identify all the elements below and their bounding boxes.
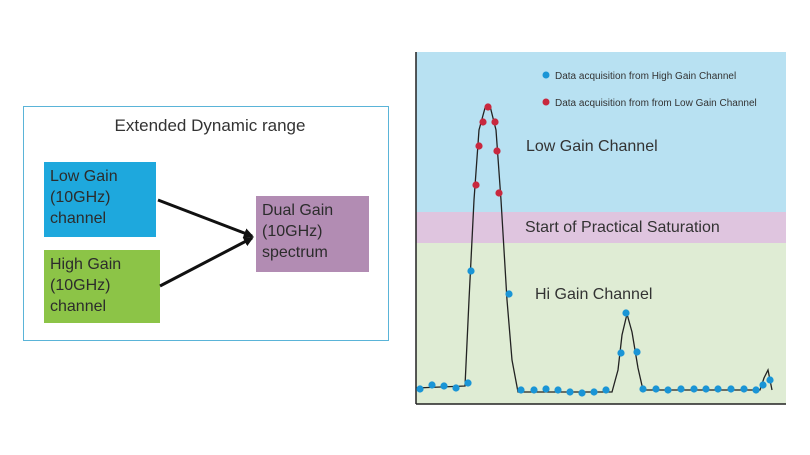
high-gain-point <box>566 388 574 396</box>
high-gain-point <box>759 381 767 389</box>
high-gain-line-1: High Gain <box>50 256 122 273</box>
low-gain-line-1: Low Gain <box>50 168 118 185</box>
low-gain-point <box>472 181 480 189</box>
high-gain-point <box>440 382 448 390</box>
high-gain-point <box>416 385 424 393</box>
legend-low-marker <box>542 98 550 106</box>
high-gain-point <box>639 385 647 393</box>
low-gain-channel-box: Low Gain (10GHz) channel <box>44 162 156 237</box>
dual-gain-line-3: spectrum <box>262 244 328 261</box>
high-gain-point <box>633 348 641 356</box>
hi-gain-region-label: Hi Gain Channel <box>535 286 652 303</box>
arrow-low-to-dual <box>157 198 254 238</box>
high-gain-point <box>664 386 672 394</box>
saturation-region <box>416 212 786 243</box>
saturation-region-label: Start of Practical Saturation <box>525 219 720 236</box>
low-gain-region-label: Low Gain Channel <box>526 138 658 155</box>
high-gain-point <box>590 388 598 396</box>
low-gain-point <box>493 147 501 155</box>
high-gain-point <box>752 386 760 394</box>
high-gain-point <box>652 385 660 393</box>
high-gain-point <box>690 385 698 393</box>
dual-gain-line-2: (10GHz) <box>262 223 323 240</box>
high-gain-point <box>542 385 550 393</box>
hi-gain-region <box>416 243 786 404</box>
high-gain-point <box>530 386 538 394</box>
diagram-frame <box>23 106 389 341</box>
diagram-title: Extended Dynamic range <box>114 116 306 135</box>
high-gain-point <box>677 385 685 393</box>
legend-high-label: Data acquisition from High Gain Channel <box>555 71 736 82</box>
high-gain-point <box>727 385 735 393</box>
high-gain-point <box>517 386 525 394</box>
dual-gain-line-1: Dual Gain <box>262 202 334 219</box>
high-gain-point <box>578 389 586 397</box>
high-gain-point <box>714 385 722 393</box>
low-gain-point <box>491 118 499 126</box>
high-gain-point <box>452 384 460 392</box>
arrow-high-to-dual <box>159 236 254 288</box>
high-gain-line-2: (10GHz) <box>50 277 111 294</box>
high-gain-point <box>766 376 774 384</box>
low-gain-point <box>484 103 492 111</box>
low-gain-points <box>472 103 503 197</box>
high-gain-channel-box: High Gain (10GHz) channel <box>44 250 160 323</box>
high-gain-point <box>702 385 710 393</box>
high-gain-point <box>464 379 472 387</box>
high-gain-points <box>416 267 774 397</box>
high-gain-point <box>467 267 475 275</box>
high-gain-point <box>740 385 748 393</box>
high-gain-point <box>622 309 630 317</box>
legend-low-label: Data acquisition from from Low Gain Chan… <box>555 98 757 109</box>
dual-gain-spectrum-box: Dual Gain (10GHz) spectrum <box>256 196 369 272</box>
low-gain-line-2: (10GHz) <box>50 189 111 206</box>
high-gain-point <box>617 349 625 357</box>
low-gain-point <box>475 142 483 150</box>
high-gain-point <box>554 386 562 394</box>
high-gain-line-3: channel <box>50 298 107 315</box>
low-gain-line-3: channel <box>50 210 107 227</box>
low-gain-point <box>495 189 503 197</box>
high-gain-point <box>505 290 513 298</box>
high-gain-point <box>428 381 436 389</box>
legend-high-marker <box>542 71 550 79</box>
high-gain-point <box>602 386 610 394</box>
low-gain-point <box>479 118 487 126</box>
